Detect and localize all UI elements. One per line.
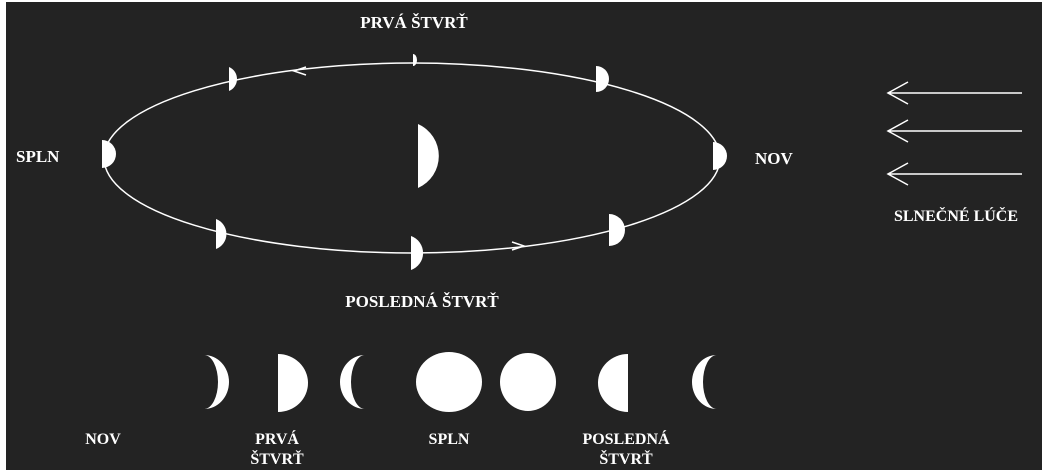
moon-icon — [500, 353, 556, 411]
moon-icon — [204, 355, 229, 409]
moon-icon — [598, 354, 628, 412]
sun-ray-arrow-icon — [888, 82, 1022, 104]
moon-icon — [596, 66, 609, 92]
moon-icon — [411, 236, 423, 270]
moon-icon — [340, 355, 365, 409]
strip-label-last-quarter-line2: ŠTVRŤ — [599, 449, 653, 468]
strip-label-first-quarter-line2: ŠTVRŤ — [250, 449, 304, 468]
orbit-direction-arrow-icon — [294, 67, 306, 75]
sun-ray-arrow-icon — [888, 120, 1022, 142]
moon-icon — [692, 355, 717, 409]
moon-icon — [102, 140, 116, 168]
moon-orbit — [104, 63, 720, 253]
strip-label-full-moon: SPLN — [429, 431, 470, 448]
strip-label-new-moon: NOV — [85, 431, 121, 448]
orbit-direction-arrow-icon — [512, 242, 524, 250]
moon-icon — [216, 219, 226, 249]
earth-icon — [418, 124, 439, 188]
moon-icon — [413, 54, 417, 66]
label-sun-rays: SLNEČNÉ LÚČE — [894, 206, 1018, 225]
label-full-moon: SPLN — [16, 147, 60, 166]
strip-label-last-quarter-line1: POSLEDNÁ — [582, 429, 670, 448]
moon-icon — [713, 142, 727, 170]
label-last-quarter: POSLEDNÁ ŠTVRŤ — [345, 292, 499, 311]
strip-label-first-quarter-line1: PRVÁ — [255, 429, 299, 448]
moon-icon — [229, 67, 237, 91]
sun-ray-arrow-icon — [888, 163, 1022, 185]
label-new-moon: NOV — [755, 149, 794, 168]
label-first-quarter: PRVÁ ŠTVRŤ — [360, 13, 468, 32]
moon-icon — [609, 214, 625, 246]
moon-icon — [416, 352, 482, 412]
moon-icon — [278, 354, 308, 412]
